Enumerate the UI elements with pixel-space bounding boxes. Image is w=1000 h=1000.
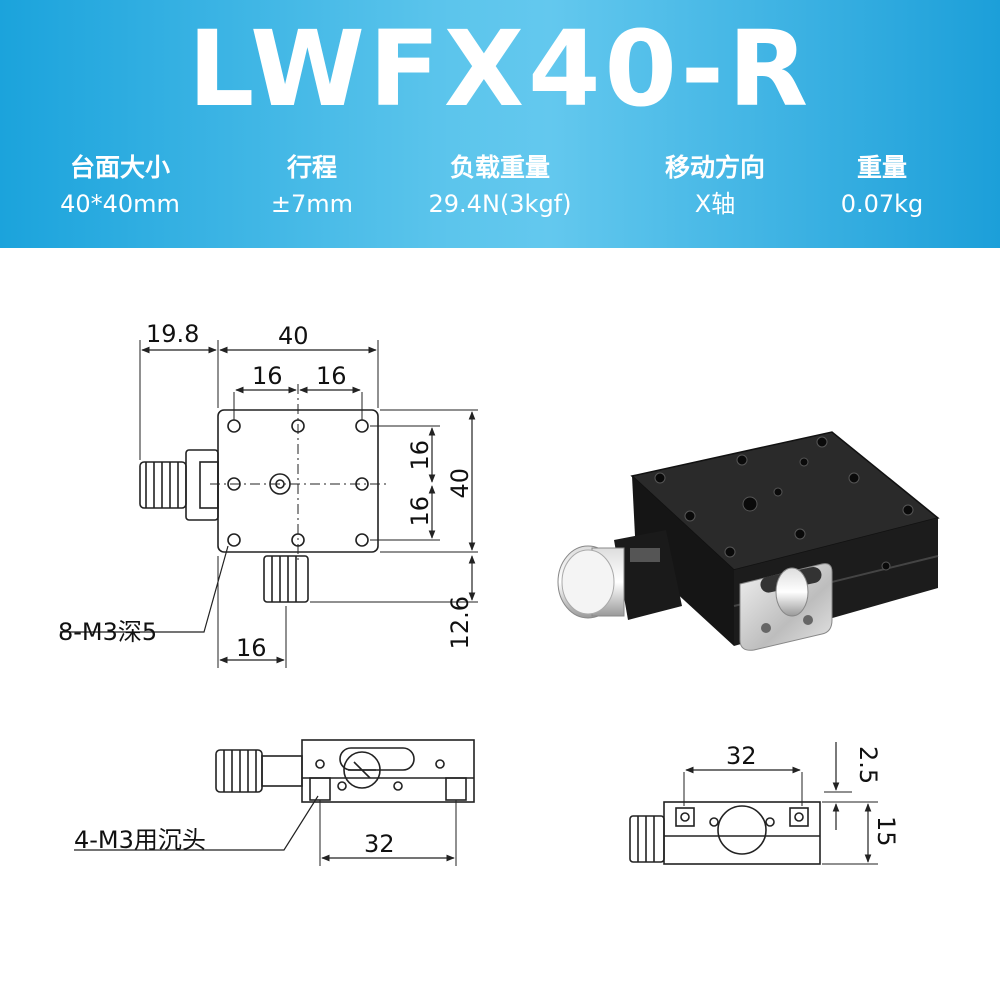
spec-load: 负载重量 29.4N(3kgf) (400, 150, 600, 222)
side-view-labels: 32 2.5 15 (726, 742, 900, 847)
spec-label: 台面大小 (69, 153, 170, 182)
dim-16-upper: 16 (406, 440, 434, 471)
spec-label: 重量 (856, 153, 907, 182)
side-knob (629, 815, 665, 863)
micrometer-housing (185, 449, 219, 521)
front-housing (261, 755, 303, 787)
photo-holes (654, 436, 914, 571)
spec-weight: 重量 0.07kg (782, 150, 982, 222)
callout-leader (60, 545, 229, 633)
front-body (301, 739, 475, 803)
spec-value: ±7mm (270, 190, 354, 218)
spec-travel: 行程 ±7mm (212, 150, 412, 222)
spec-table-size: 台面大小 40*40mm (20, 150, 220, 222)
side-lock-knob (717, 805, 767, 855)
front-dim-32: 32 (364, 830, 395, 858)
front-knob (215, 749, 263, 793)
dim-40-top: 40 (278, 322, 309, 350)
micrometer-slot (199, 461, 219, 509)
top-view (60, 340, 478, 668)
spec-label: 移动方向 (664, 153, 765, 182)
dim-16-right: 16 (316, 362, 347, 390)
product-photo (557, 431, 940, 651)
callout-holes-text: 8-M3深5 (58, 618, 157, 646)
dim-19-8: 19.8 (146, 320, 199, 348)
front-slot (339, 747, 415, 771)
dim-16-bottom: 16 (236, 634, 267, 662)
dim-12-6: 12.6 (446, 596, 474, 649)
dim-40-side: 40 (446, 468, 474, 499)
spec-value: X轴 (694, 190, 736, 218)
side-dim-32: 32 (726, 742, 757, 770)
stage-front-left (632, 476, 734, 646)
front-view-labels: 32 4-M3用沉头 (74, 826, 395, 858)
photo-lock-knob (775, 567, 809, 617)
spec-label: 行程 (286, 153, 337, 182)
front-lock-knob (343, 751, 381, 789)
knob-side (139, 461, 187, 509)
header-banner: LWFX40-R 台面大小 40*40mm 行程 ±7mm 负载重量 29.4N… (0, 0, 1000, 248)
lock-knob (263, 555, 309, 603)
side-dim-2-5: 2.5 (854, 746, 882, 784)
spec-value: 29.4N(3kgf) (428, 190, 572, 218)
front-view (74, 739, 475, 866)
front-callout-text: 4-M3用沉头 (74, 826, 206, 854)
product-title: LWFX40-R (187, 8, 813, 130)
spec-value: 40*40mm (60, 190, 180, 218)
spec-value: 0.07kg (840, 190, 924, 218)
side-dim-15: 15 (872, 816, 900, 847)
spec-label: 负载重量 (449, 153, 550, 182)
dim-16-lower: 16 (406, 496, 434, 527)
spec-direction: 移动方向 X轴 (615, 150, 815, 222)
dim-16-left: 16 (252, 362, 283, 390)
side-view (629, 742, 878, 865)
front-callout-leader (74, 795, 319, 851)
top-view-labels: 19.8 40 16 16 16 16 40 12.6 16 8-M3深5 (58, 320, 474, 662)
